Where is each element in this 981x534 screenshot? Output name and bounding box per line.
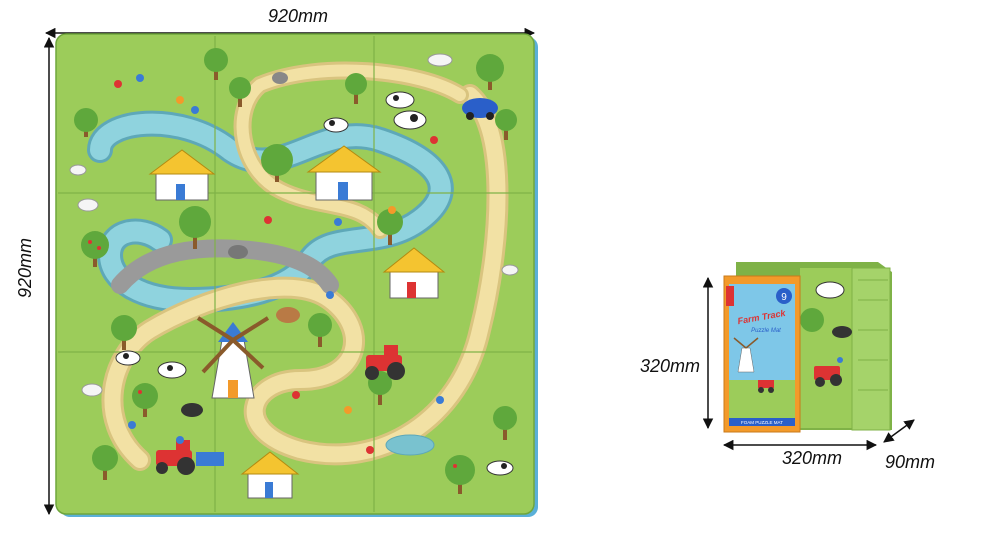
package-height-label: 320mm (640, 356, 701, 376)
package-badge-text: 9 (781, 292, 787, 303)
farmhouse-right (382, 247, 446, 299)
tractor-right (365, 345, 405, 380)
people (114, 74, 444, 454)
farmhouse-left (148, 149, 216, 201)
package-badge (776, 288, 792, 304)
farmhouse-bottom (240, 451, 300, 499)
tractor-red (156, 440, 224, 475)
pond (385, 434, 435, 456)
package-width-label: 320mm (782, 448, 843, 468)
tile-seams (58, 36, 532, 512)
package-depth-label: 90mm (885, 452, 936, 472)
animals (69, 53, 519, 476)
blue-car (462, 98, 498, 120)
farmhouse-top (306, 145, 382, 201)
play-mat (55, 33, 538, 517)
package-footer: FOAM PUZZLE MAT (741, 420, 783, 425)
windmill (196, 316, 270, 399)
package-box: 9 Farm Track Puzzle Mat FOAM PUZZLE MAT (723, 262, 892, 433)
package-subtitle: Puzzle Mat (751, 328, 781, 334)
trees (74, 48, 517, 494)
mat-width-label: 920mm (268, 6, 329, 26)
package-depth-arrow (883, 419, 915, 443)
